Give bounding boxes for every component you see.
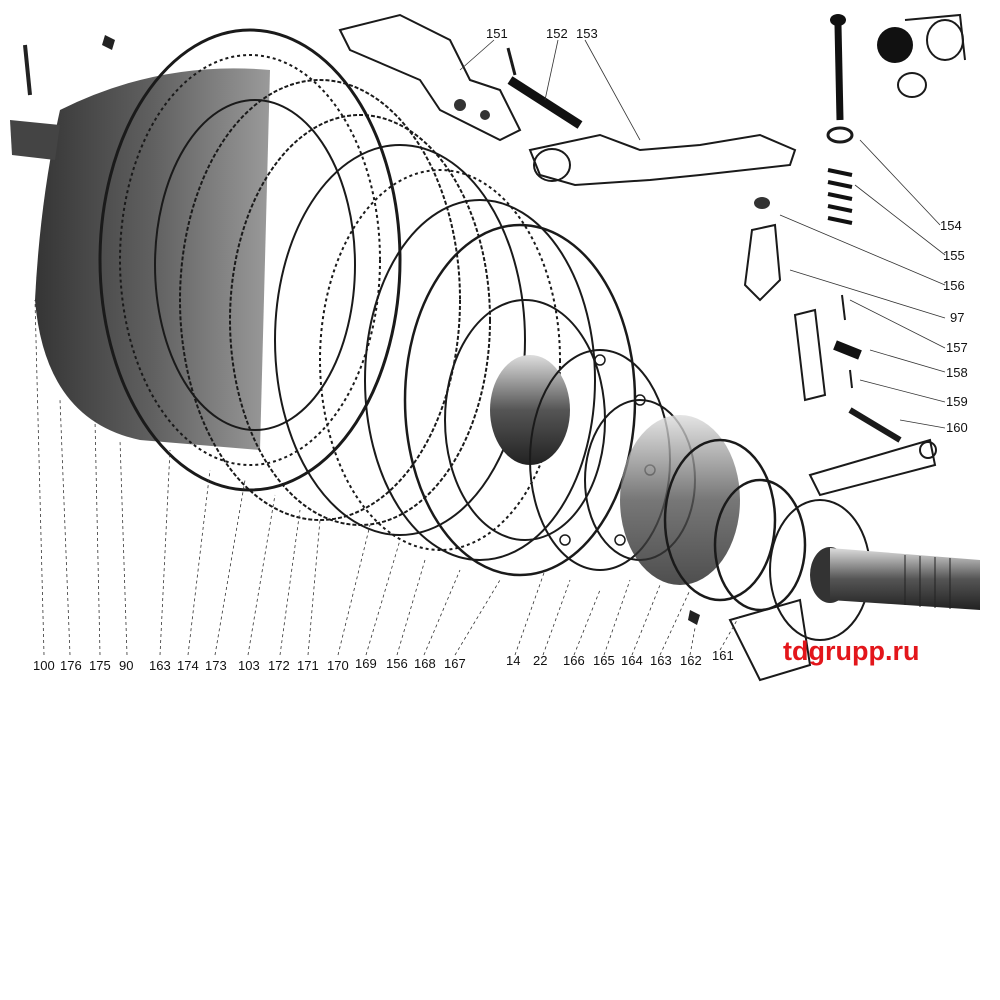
part-label: 164 xyxy=(621,653,643,668)
part-label: 173 xyxy=(205,658,227,673)
part-label: 156 xyxy=(386,656,408,671)
drum-housing xyxy=(35,28,402,492)
part-label: 172 xyxy=(268,658,290,673)
bottom-fittings xyxy=(688,598,812,682)
part-label: 158 xyxy=(946,365,968,380)
bolt-spring-stack xyxy=(826,14,854,225)
top-part-labels: 151 152 153 xyxy=(486,26,598,41)
part-label: 169 xyxy=(355,656,377,671)
part-label: 162 xyxy=(680,653,702,668)
part-label: 157 xyxy=(946,340,968,355)
part-label: 14 xyxy=(506,653,520,668)
part-label: 155 xyxy=(943,248,965,263)
part-label: 22 xyxy=(533,653,547,668)
bearing-stack xyxy=(584,399,871,641)
part-label: 159 xyxy=(946,394,968,409)
part-label: 154 xyxy=(940,218,962,233)
part-label: 97 xyxy=(950,310,964,325)
part-label: 163 xyxy=(149,658,171,673)
part-label: 167 xyxy=(444,656,466,671)
part-label: 156 xyxy=(943,278,965,293)
part-label: 151 xyxy=(486,26,508,41)
watermark-text: tdgrupp.ru xyxy=(783,636,919,666)
left-end-fittings xyxy=(10,35,115,160)
clevis-and-link xyxy=(743,197,862,402)
part-label: 153 xyxy=(576,26,598,41)
part-label: 168 xyxy=(414,656,436,671)
part-label: 174 xyxy=(177,658,199,673)
pin-152 xyxy=(506,47,583,129)
part-label: 100 xyxy=(33,658,55,673)
part-label: 176 xyxy=(60,658,82,673)
inset-assembly xyxy=(877,13,966,98)
output-shaft xyxy=(830,548,980,610)
bracket-151 xyxy=(338,13,522,142)
part-label: 163 xyxy=(650,653,672,668)
part-label: 90 xyxy=(119,658,133,673)
part-label: 170 xyxy=(327,658,349,673)
part-label: 165 xyxy=(593,653,615,668)
part-label: 152 xyxy=(546,26,568,41)
part-label: 103 xyxy=(238,658,260,673)
leader-lines xyxy=(34,39,946,656)
lever-arm xyxy=(808,407,937,497)
bracket-153 xyxy=(528,133,797,187)
part-label: 161 xyxy=(712,648,734,663)
part-label: 166 xyxy=(563,653,585,668)
part-label: 160 xyxy=(946,420,968,435)
bottom-part-labels: 100 176 175 90 163 174 173 103 172 171 1… xyxy=(33,648,734,673)
part-label: 171 xyxy=(297,658,319,673)
right-part-labels: 154 155 156 97 157 158 159 160 xyxy=(940,218,968,435)
inner-hub-flange xyxy=(444,299,671,571)
part-label: 175 xyxy=(89,658,111,673)
